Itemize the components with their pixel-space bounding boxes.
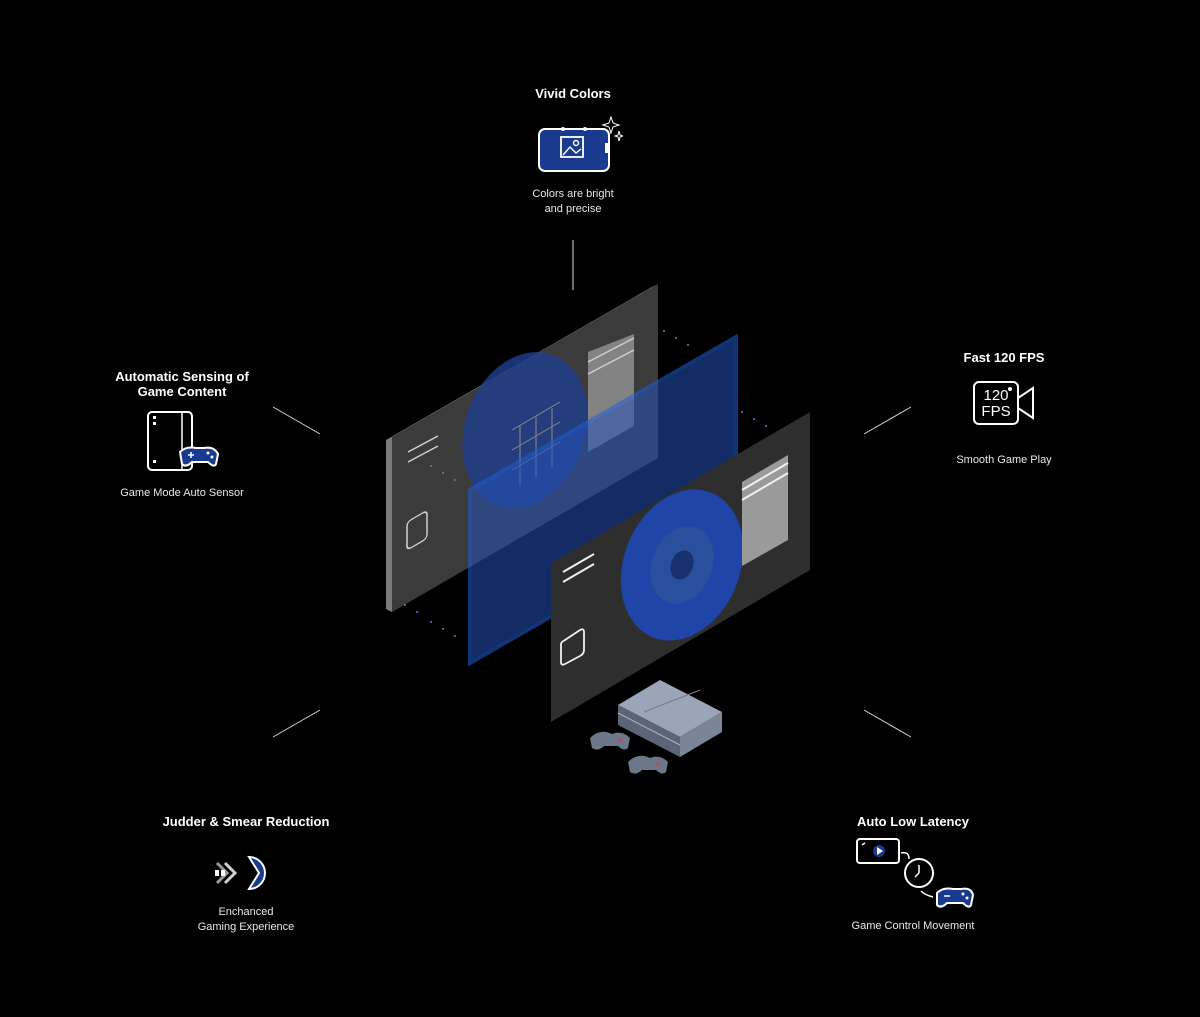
feature-judder-reduction: Judder & Smear Reduction Enchanced Gamin… bbox=[126, 814, 366, 935]
feature-auto-sensing: Automatic Sensing of Game Content Game M… bbox=[82, 369, 282, 501]
fps-icon-number: 120 bbox=[983, 387, 1009, 404]
connector-lines bbox=[272, 240, 912, 738]
guide-dots bbox=[404, 330, 767, 637]
connector-line-lower-right bbox=[863, 709, 912, 738]
vivid-colors-desc-1: Colors are bright bbox=[532, 188, 614, 200]
auto-sensing-title-1: Automatic Sensing of bbox=[115, 369, 249, 384]
judder-desc-2: Gaming Experience bbox=[197, 921, 295, 933]
game-console bbox=[617, 680, 722, 757]
image-icon bbox=[538, 115, 623, 172]
connector-line-upper-right bbox=[863, 406, 912, 435]
front-panel bbox=[551, 412, 810, 722]
judder-desc-1: Enchanced bbox=[218, 906, 274, 918]
connector-line-upper-left bbox=[272, 406, 321, 435]
judder-title: Judder & Smear Reduction bbox=[162, 814, 330, 829]
pacman-icon bbox=[215, 855, 266, 891]
latency-desc: Game Control Movement bbox=[851, 920, 975, 932]
vivid-colors-desc-2: and precise bbox=[544, 203, 602, 215]
gamepad-screen-icon bbox=[147, 411, 220, 471]
fps-icon-label: FPS bbox=[981, 403, 1011, 420]
auto-sensing-desc: Game Mode Auto Sensor bbox=[120, 487, 244, 499]
auto-sensing-title-2: Game Content bbox=[137, 384, 227, 399]
vivid-colors-title: Vivid Colors bbox=[535, 86, 611, 101]
timer-gamepad-icon bbox=[856, 838, 975, 908]
feature-120-fps: Fast 120 FPS 120 FPS Smooth Game Play bbox=[904, 350, 1104, 468]
feature-vivid-colors: Vivid Colors Colors are bright and preci… bbox=[473, 86, 673, 217]
latency-title: Auto Low Latency bbox=[857, 814, 969, 829]
fps-title: Fast 120 FPS bbox=[963, 350, 1045, 365]
game-controllers bbox=[590, 731, 668, 774]
fps-desc: Smooth Game Play bbox=[956, 454, 1052, 466]
video-camera-icon: 120 FPS bbox=[973, 380, 1035, 428]
feature-auto-low-latency: Auto Low Latency Game Control Movement bbox=[813, 814, 1013, 934]
connector-line-lower-left bbox=[272, 709, 321, 738]
